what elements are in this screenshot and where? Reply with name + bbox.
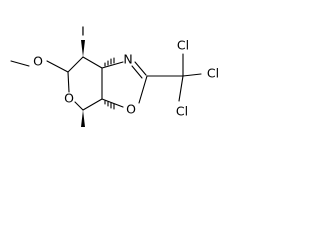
wedge-bond-iodo (81, 40, 85, 57)
chlorine-bottom-label: Cl (176, 104, 188, 119)
oxazole-oxygen-label: O (126, 102, 136, 117)
stereo-bonds (81, 40, 115, 127)
iodine-label: I (81, 24, 85, 39)
methoxy-oxygen-label: O (33, 54, 43, 69)
wedge-bond-methyl (81, 110, 85, 127)
atom-labels: I O O N O Cl Cl Cl (33, 24, 219, 119)
ring-oxygen-label: O (64, 91, 74, 106)
chlorine-right-label: Cl (207, 66, 219, 81)
hashed-bond-bottom (104, 100, 115, 110)
molecule-structure: I O O N O Cl Cl Cl (10, 24, 219, 127)
hashed-bond-top (104, 57, 115, 67)
chlorine-top-label: Cl (177, 38, 189, 53)
double-bond (131, 61, 147, 79)
single-bonds (10, 53, 202, 111)
oxazole-nitrogen-label: N (123, 52, 132, 67)
